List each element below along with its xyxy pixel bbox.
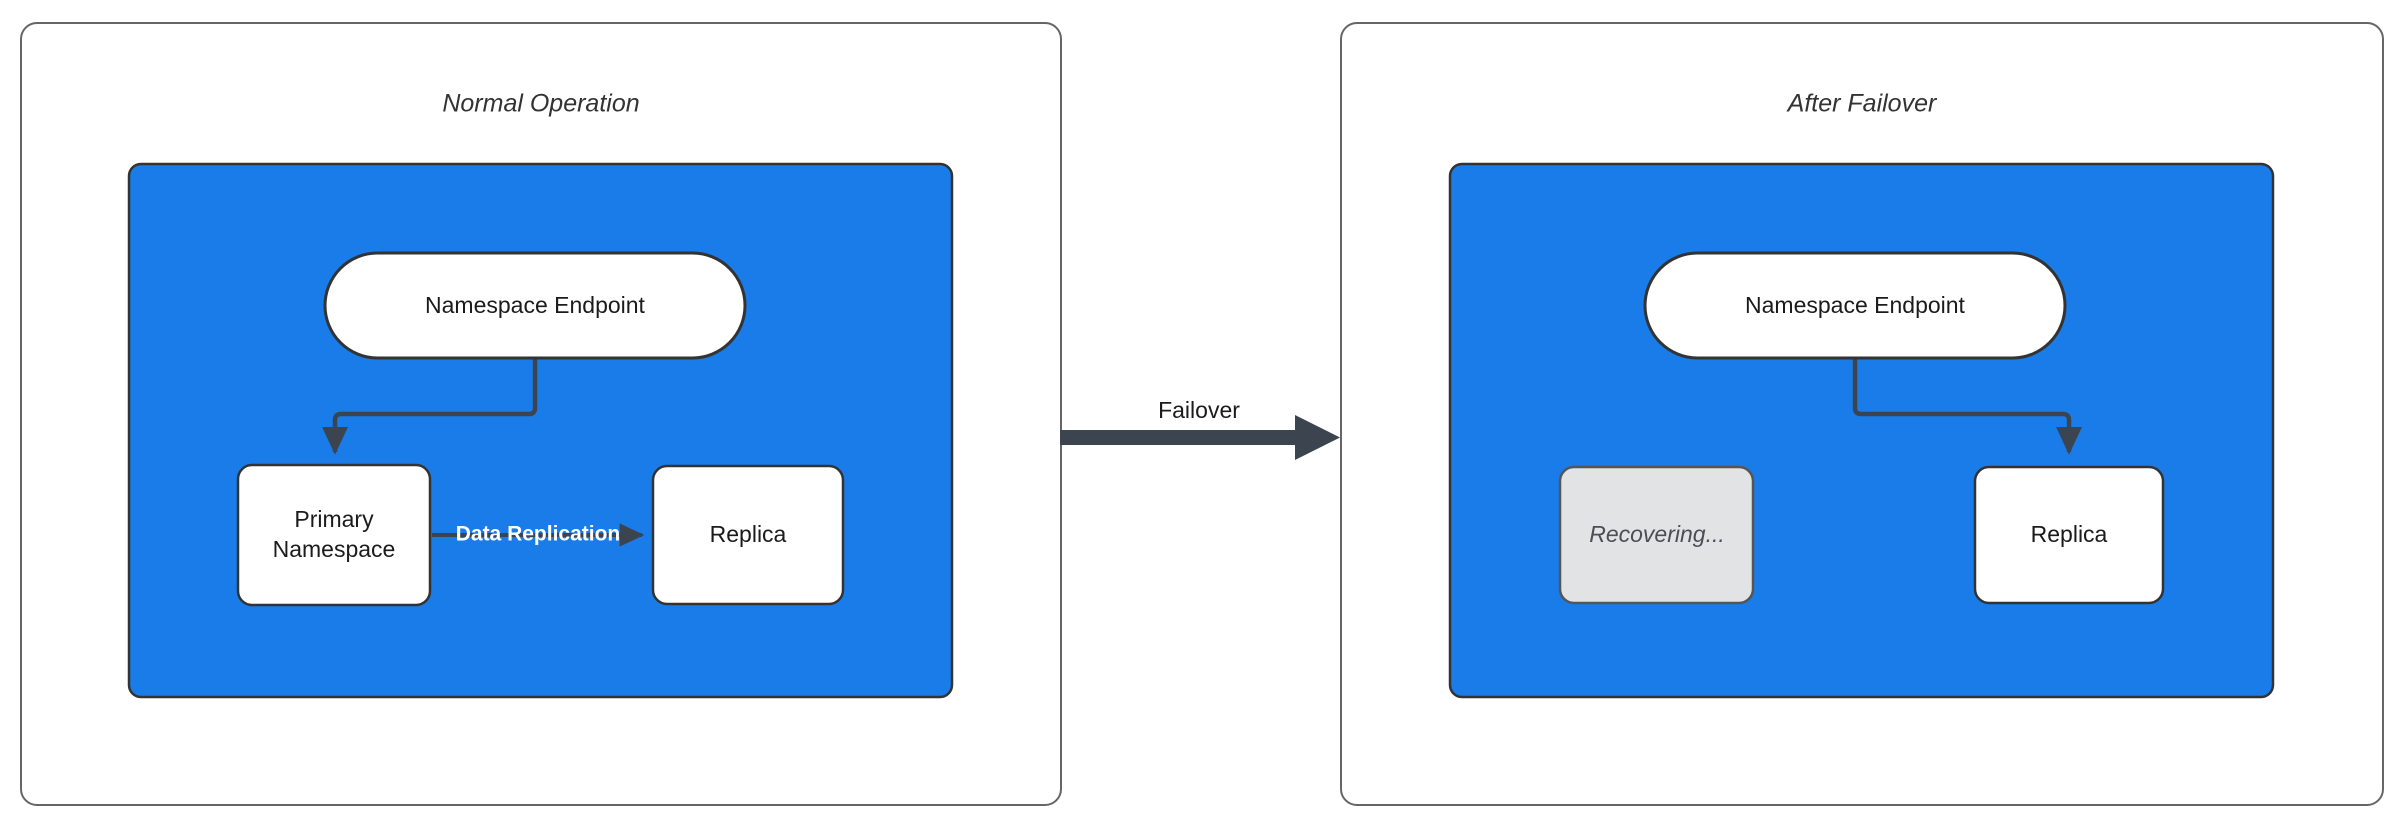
- panel-title-normal-operation: Normal Operation: [442, 90, 639, 118]
- node-shape-rect: [1558, 465, 1755, 605]
- cluster-after-failover: [1448, 162, 2275, 699]
- node-replica-right[interactable]: Replica: [1973, 465, 2165, 605]
- node-label-replica: Replica: [710, 521, 787, 547]
- panel-title-after-failover: After Failover: [1786, 90, 1938, 118]
- node-label-replica: Replica: [2031, 521, 2108, 547]
- node-label-namespace-endpoint: Namespace Endpoint: [425, 292, 646, 318]
- node-shape-rect: [1973, 465, 2165, 605]
- node-primary-namespace[interactable]: Primary Namespace: [236, 463, 432, 607]
- node-replica-left[interactable]: Replica: [651, 464, 845, 606]
- node-namespace-endpoint-left[interactable]: Namespace Endpoint: [323, 251, 747, 360]
- node-label-namespace-endpoint: Namespace Endpoint: [1745, 292, 1966, 318]
- edge-endpoint-to-primary: [321, 358, 538, 455]
- cluster-normal-operation: [127, 162, 954, 699]
- node-shape-stadium: [1643, 251, 2067, 360]
- panel-normal-operation: Normal Operation Data Replication Namesp…: [20, 22, 1062, 806]
- node-namespace-endpoint-right[interactable]: Namespace Endpoint: [1643, 251, 2067, 360]
- node-recovering[interactable]: Recovering...: [1558, 465, 1755, 605]
- node-shape-rect: [651, 464, 845, 606]
- failover-arrow-icon: [1060, 415, 1340, 460]
- transition-label-failover: Failover: [1158, 397, 1240, 423]
- node-shape-stadium: [323, 251, 747, 360]
- transition-failover: Failover: [1060, 397, 1340, 460]
- node-label-primary-namespace-line1: Primary: [294, 506, 374, 532]
- node-shape-rect: [236, 463, 432, 607]
- node-label-recovering: Recovering...: [1589, 521, 1725, 547]
- edge-label-data-replication: Data Replication: [456, 523, 621, 546]
- node-label-primary-namespace-line2: Namespace: [273, 536, 396, 562]
- panel-after-failover: After Failover Namespace Endpoint Recove…: [1340, 22, 2384, 806]
- edge-endpoint-to-replica: [1852, 358, 2083, 455]
